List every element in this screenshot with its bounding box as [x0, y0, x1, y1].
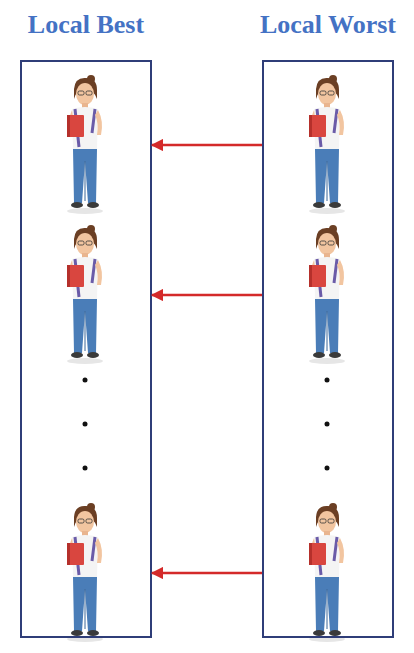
student-figure — [309, 503, 345, 642]
student-figure — [67, 75, 103, 214]
student-figure — [67, 503, 103, 642]
ellipsis-dot — [325, 378, 330, 383]
arrow-connector — [152, 144, 262, 147]
column-box: Local Worst — [262, 60, 394, 638]
column-heading: Local Worst — [260, 10, 396, 40]
arrow-connector — [152, 294, 262, 297]
ellipsis-dot — [325, 466, 330, 471]
arrow-connector — [152, 572, 262, 575]
column-heading: Local Best — [28, 10, 144, 40]
ellipsis-dot — [325, 422, 330, 427]
student-figure — [309, 225, 345, 364]
student-figure — [67, 225, 103, 364]
ellipsis-dot — [83, 422, 88, 427]
student-figure — [309, 75, 345, 214]
ellipsis-dots — [83, 378, 330, 471]
ellipsis-dot — [83, 466, 88, 471]
ellipsis-dot — [83, 378, 88, 383]
column-box: Local Best — [20, 60, 152, 638]
